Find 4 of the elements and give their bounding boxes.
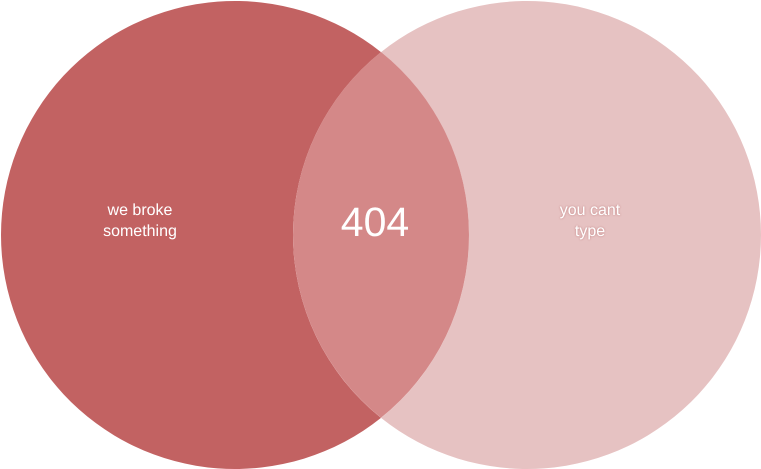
circle-label: you cant type xyxy=(558,201,622,242)
overlap-region xyxy=(293,52,469,418)
circle-label: we broke something xyxy=(102,201,178,242)
overlap-label: 404 xyxy=(340,198,410,245)
